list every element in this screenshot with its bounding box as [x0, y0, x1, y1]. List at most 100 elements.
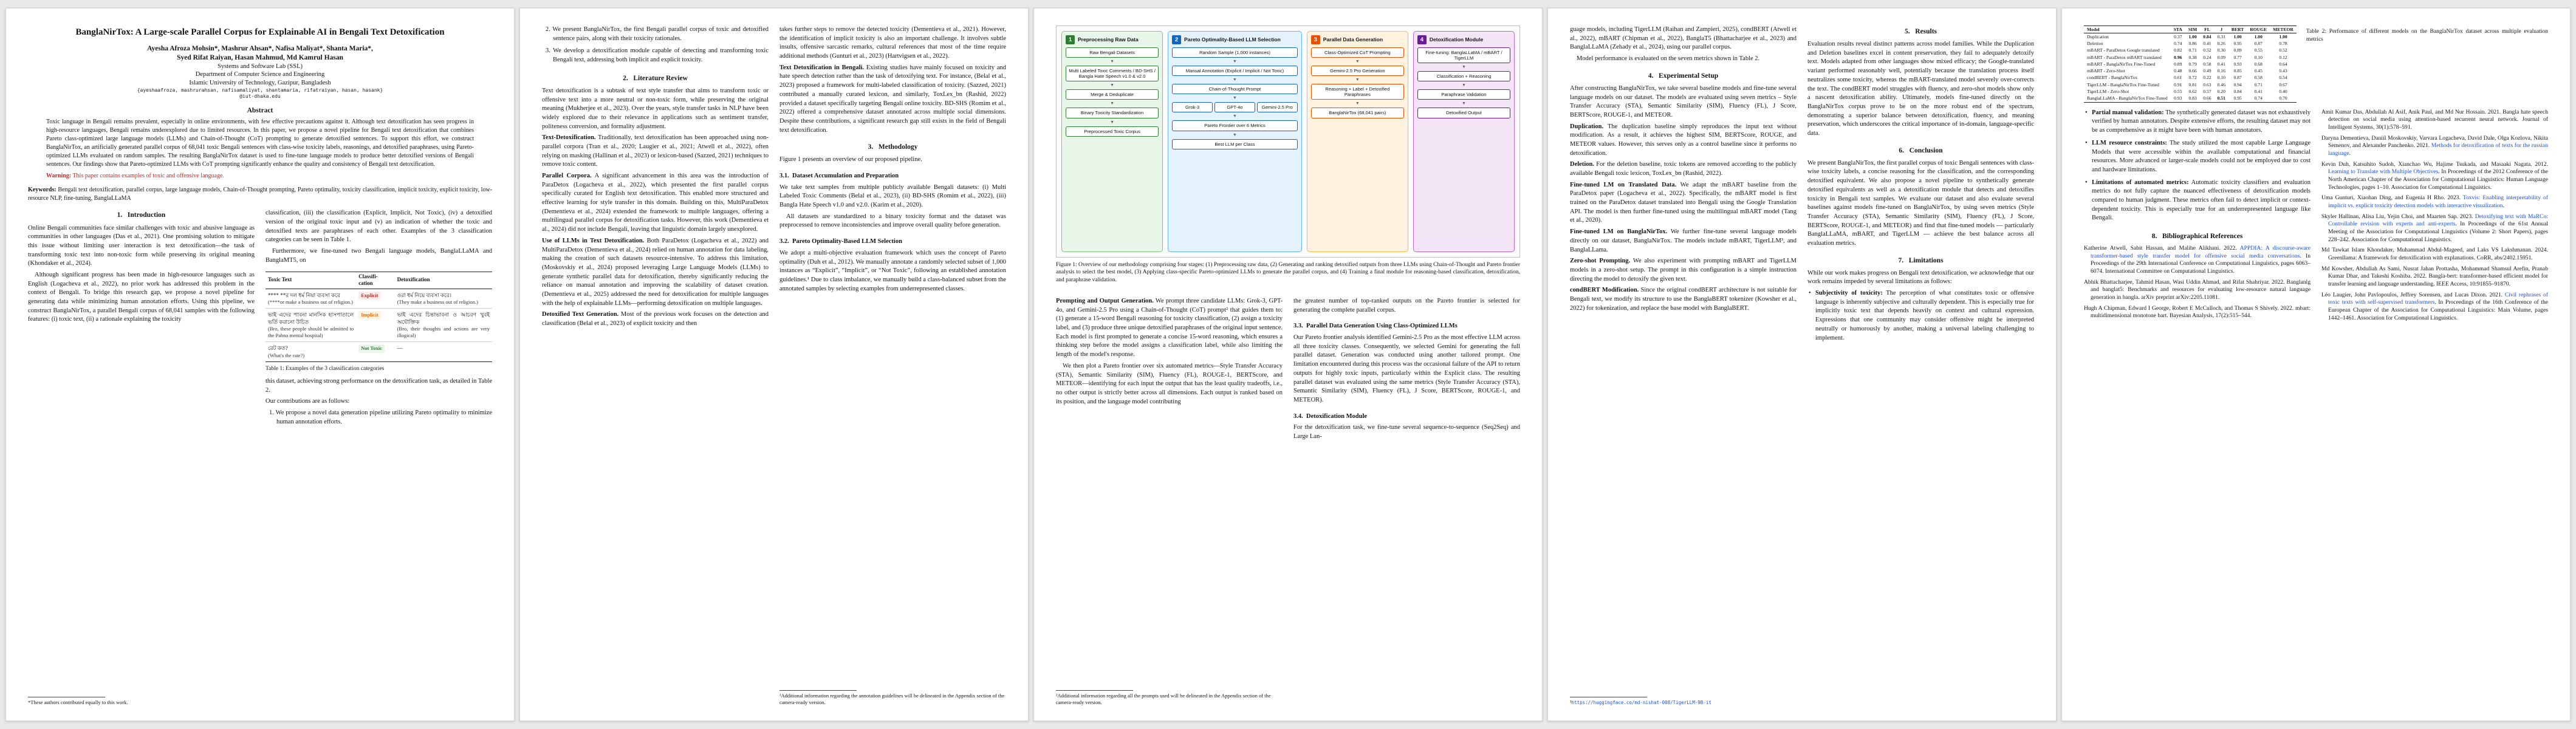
finetuned-translated-body: We adapt the mBART baseline from the Par…: [1570, 181, 1797, 224]
flow-arrow-icon: ▼: [1110, 83, 1115, 88]
table1-toxic-cell: ভাই এদের পাবনা মানসিক হাসপাতালে ভর্তি কর…: [265, 308, 357, 343]
text-detoxification-paragraph: Text-Detoxification. Traditionally, text…: [542, 134, 769, 169]
table2-value-cell: 0.93: [2170, 95, 2185, 103]
tigerllm-huggingface-link[interactable]: https://huggingface.co/md-nishat-008/Tig…: [1571, 699, 1711, 705]
reference-title-link[interactable]: Methods for detoxification of texts for …: [2328, 142, 2548, 157]
figure1-caption: Figure 1: Overview of our methodology co…: [1056, 262, 1520, 283]
text-detoxification-body: Traditionally, text detoxification has b…: [542, 134, 769, 168]
table2-value-cell: 0.84: [2203, 33, 2211, 39]
keywords-label: Keywords:: [28, 187, 58, 194]
dataset-paragraph-2: All datasets are standardized to a binar…: [779, 213, 1006, 229]
flow-arrow-icon: ▼: [1110, 59, 1115, 64]
reference-entry: Uma Gunturi, Xiaohan Ding, and Eugenia H…: [2321, 194, 2548, 210]
prompting-paragraph: Prompting and Output Generation. We prom…: [1056, 297, 1283, 360]
reference-entry: Md Kowsher, Abdullah As Sami, Nusrat Jah…: [2321, 265, 2548, 289]
table1-header-toxic: Toxic Text: [265, 271, 357, 289]
figure-node: GPT-4o: [1214, 102, 1255, 113]
figure-node: Gemini-2.5 Pro Generation: [1310, 66, 1404, 77]
table2-value-cell: 0.55: [2254, 47, 2263, 53]
flow-arrow-icon: ▼: [1355, 59, 1360, 64]
author-emails: {ayeshaafroza, mashrurahsan, nafisamaliy…: [137, 87, 383, 93]
reference-venue: .: [2349, 150, 2351, 157]
footnote-rule: [1056, 690, 1133, 691]
table1-row: **** **র দল ধর্ম নিয়া ব্যবসা করে(****or …: [265, 289, 492, 309]
table2-header-model: Model: [2084, 25, 2171, 34]
figure-node: Binary Toxicity Standardization: [1066, 108, 1159, 118]
table2-header-sim: SIM: [2185, 25, 2201, 34]
reference-title-link[interactable]: Civil rephrases of toxic texts with self…: [2328, 291, 2548, 306]
page3-left-column: Prompting and Output Generation. We prom…: [1056, 297, 1283, 706]
limitation-text: The study utilized the most capable Larg…: [2092, 139, 2311, 173]
table2-model-cell: mBART - Zero-Shot: [2087, 68, 2125, 74]
parallel-generation-paragraph: Our Pareto frontier analysis identified …: [1293, 334, 1520, 403]
table2-value-cell: 0.09: [2217, 54, 2225, 60]
content-warning: Warning: This paper contains examples of…: [28, 172, 492, 180]
pareto-selection-paragraph: We adopt a multi-objective evaluation fr…: [779, 249, 1006, 292]
reference-authors: Md Tawkat Islam Khondaker, Muhammad Abdu…: [2321, 247, 2548, 261]
reference-authors: Uma Gunturi, Xiaohan Ding, and Eugenia H…: [2321, 194, 2463, 202]
parallel-corpora-lead: Parallel Corpora.: [542, 173, 592, 180]
figure-node: Manual Annotation (Explicit / Implicit /…: [1172, 66, 1298, 77]
table2-value-cell: 1.00: [2233, 33, 2242, 39]
reference-title-link[interactable]: APPDIA: A discourse-aware transformer-ba…: [2091, 245, 2311, 259]
table2-value-cell: 0.43: [2279, 68, 2287, 74]
limitation-text: The perception of what constitutes toxic…: [1815, 290, 2034, 341]
reference-entry: Hugh A Chipman, Edward I George, Robert …: [2084, 305, 2311, 320]
figure-node: Pareto Frontier over 6 Metrics: [1172, 120, 1298, 131]
toxic-text-gloss: (****or make a business out of religion.…: [268, 299, 353, 306]
reference-title-link[interactable]: Toxvis: Enabling interpretability of imp…: [2328, 194, 2548, 209]
finetuned-banglanirtox-lead: Fine-tuned LM on BanglaNirTox.: [1570, 228, 1668, 236]
detox-generation-continued: takes further steps to remove the detect…: [779, 26, 1006, 60]
page3-right-column: the greatest number of top-ranked output…: [1293, 297, 1520, 706]
limitations-bullet-list: Partial manual validation: The synthetic…: [2084, 109, 2311, 227]
reference-title-link[interactable]: Detoxifying text with MaRCo: Controllabl…: [2328, 213, 2548, 228]
table2-value-cell: 0.38: [2188, 54, 2197, 60]
tigerllm-footnote-marker: ³: [1570, 699, 1572, 705]
limitation-bullet: LLM resource constraints: The study util…: [2084, 139, 2311, 175]
table2-model-cell: mBART - ParaDetox mBART translated: [2087, 54, 2162, 60]
table2-value-cell: 0.52: [2203, 47, 2211, 53]
table2-value-cell: 0.95: [2228, 95, 2247, 103]
table2-header-j: J: [2214, 25, 2228, 34]
table2-value-cell: 0.66: [2188, 68, 2197, 74]
table2-value-cell: 0.82: [2174, 47, 2182, 53]
table2-value-cell: 0.10: [2254, 54, 2263, 60]
reference-entry: Amit Kumar Das, Abdullah Al Asif, Anik P…: [2321, 109, 2548, 132]
prompts-footnote: ²Additional information regarding all th…: [1056, 692, 1271, 705]
figure-stage-title: Parallel Data Generation: [1323, 36, 1383, 43]
reference-title-link[interactable]: Learning to Translate with Multiple Obje…: [2328, 168, 2439, 176]
table2-value-cell: 0.79: [2188, 61, 2197, 67]
table2-value-cell: 0.77: [2233, 54, 2242, 60]
table2-value-cell: 0.48: [2174, 68, 2182, 74]
parallel-corpora-paragraph: Parallel Corpora. A significant advancem…: [542, 172, 769, 234]
abstract-text: Toxic language in Bengali remains preval…: [46, 118, 474, 168]
table2-value-cell: 0.72: [2188, 75, 2197, 81]
keywords-text: Bengali text detoxification, parallel co…: [28, 187, 492, 202]
table2-model-cell: condBERT - BanglaNirTox: [2087, 75, 2138, 81]
author-emails-domain: @iut-dhaka.edu: [239, 93, 281, 99]
duplication-paragraph: Duplication. The duplication baseline si…: [1570, 123, 1797, 159]
figure-stage-title: Preprocessing Raw Data: [1078, 36, 1139, 43]
table2-value-cell: 0.95: [2233, 41, 2242, 46]
table1-row: রেট কত?(What's the rate?)Not Toxic—: [265, 341, 492, 362]
affiliation-university: Islamic University of Technology, Gazipu…: [189, 79, 331, 86]
reference-authors: Amit Kumar Das, Abdullah Al Asif, Anik P…: [2321, 108, 2548, 131]
page2-right-column: takes further steps to remove the detect…: [779, 26, 1006, 706]
limitation-lead: Subjectivity of toxicity:: [1815, 290, 1883, 297]
condbert-lead: condBERT Modification.: [1570, 287, 1639, 294]
table2-value-cell: 0.93: [2233, 61, 2242, 67]
table2-value-cell: 0.22: [2203, 75, 2211, 81]
